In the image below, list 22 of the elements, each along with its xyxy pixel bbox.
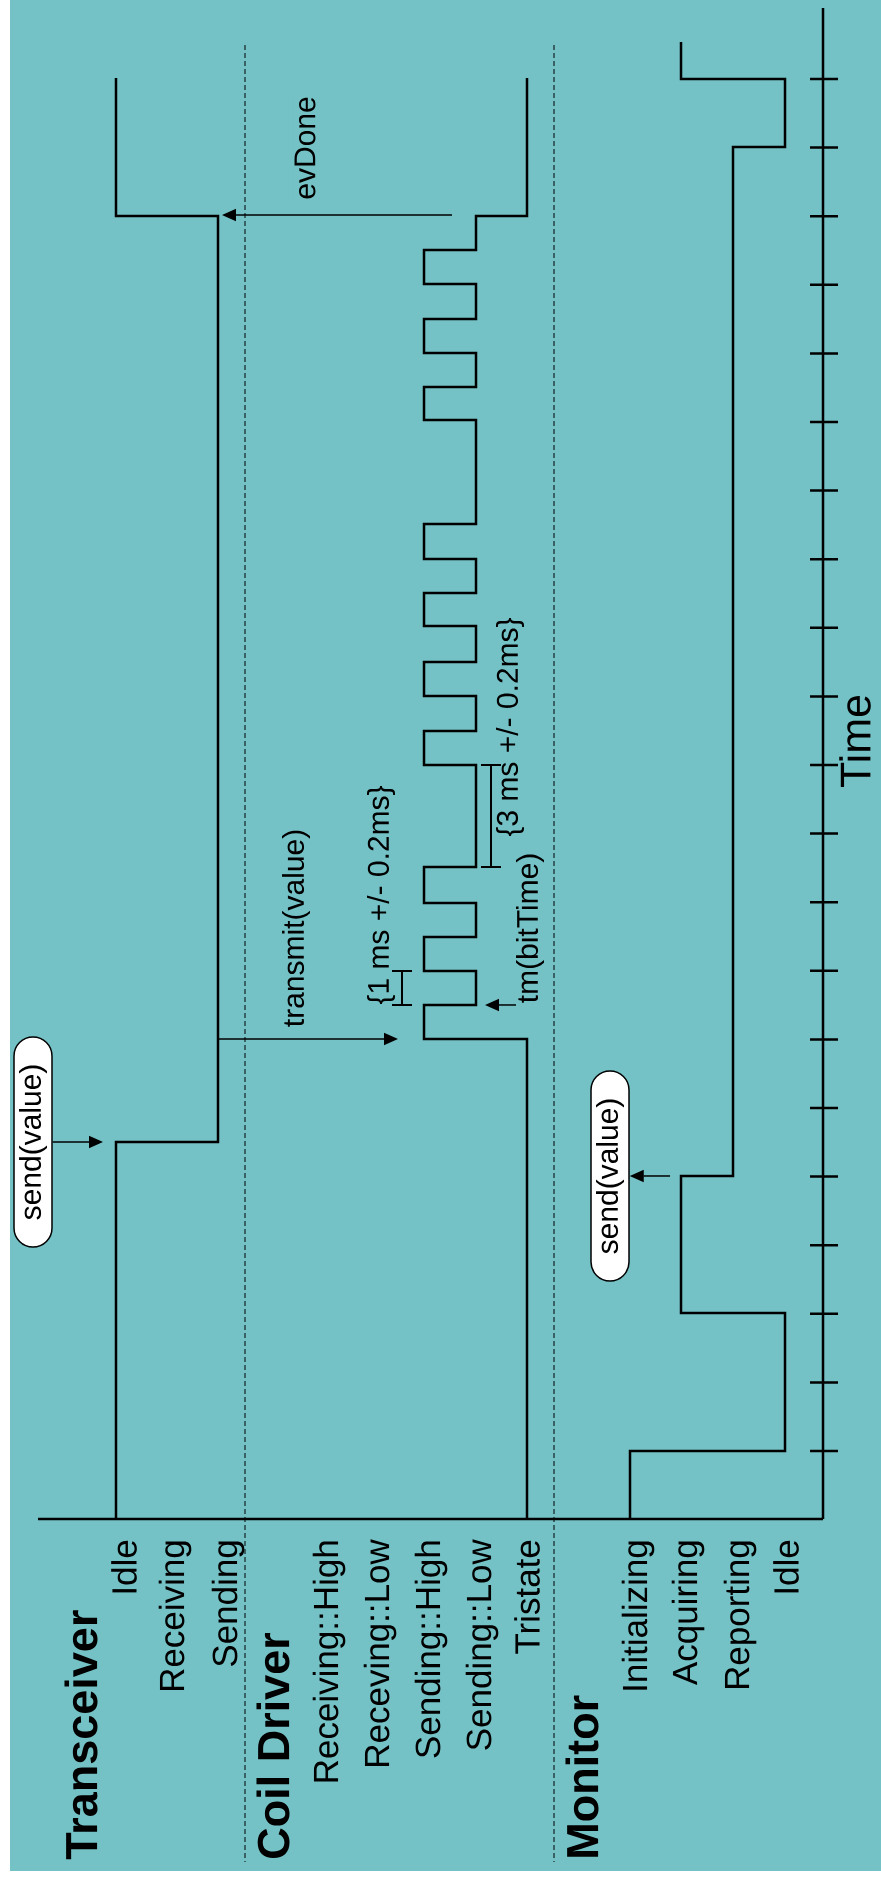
state-label: Acquiring bbox=[671, 1541, 705, 1686]
state-label: Sending::High bbox=[414, 1541, 448, 1758]
state-label: Receving::Low bbox=[363, 1539, 397, 1766]
state-label: Reporting bbox=[723, 1541, 757, 1689]
lifeline-heading: Transceiver bbox=[64, 1610, 98, 1860]
state-label: Initializing bbox=[621, 1541, 655, 1690]
waveform bbox=[114, 78, 220, 1519]
state-label: Receiving::High bbox=[312, 1541, 346, 1782]
state-label: Sending bbox=[211, 1541, 245, 1667]
lifeline-heading: Monitor bbox=[565, 1695, 599, 1857]
state-label: Idle bbox=[111, 1540, 137, 1593]
state-label: Tristate bbox=[514, 1540, 540, 1654]
axis-label: Time bbox=[839, 695, 871, 787]
message-text: tm(bitTime) bbox=[516, 854, 544, 1003]
lifeline-heading: Coil Driver bbox=[256, 1632, 290, 1858]
message-label: evDone bbox=[293, 95, 317, 201]
state-label: Sending::Low bbox=[465, 1539, 499, 1750]
constraint-label: {3 ms +/- 0.2ms} bbox=[496, 617, 524, 837]
waveform bbox=[628, 42, 787, 1519]
state-label: Idle bbox=[773, 1540, 799, 1593]
state-label: Receiving bbox=[158, 1541, 192, 1690]
message-label: transmit(value) bbox=[281, 827, 311, 1029]
